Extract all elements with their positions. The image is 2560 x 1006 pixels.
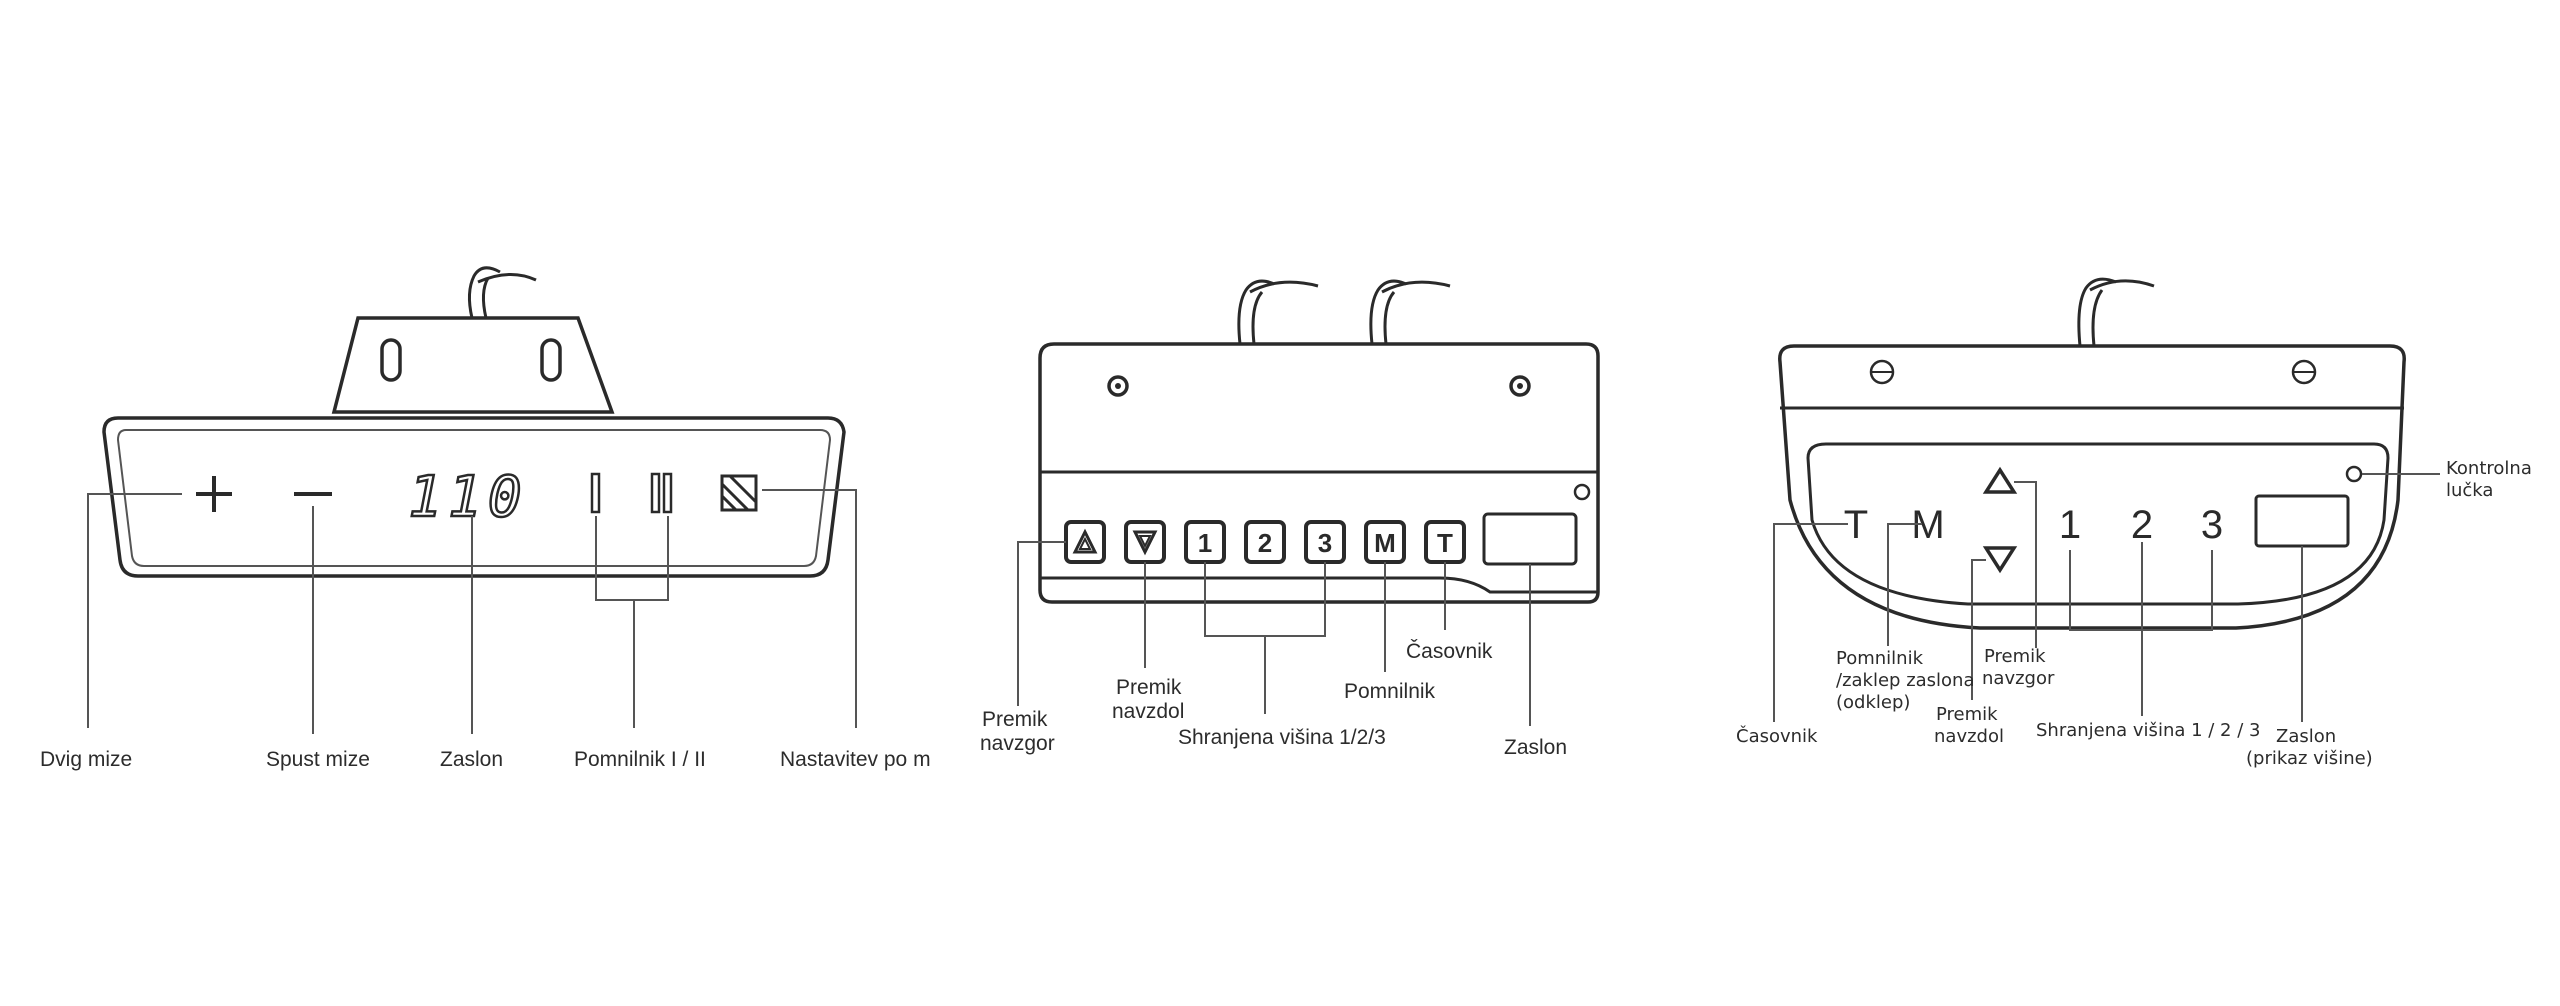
memory-1-icon bbox=[590, 472, 601, 514]
label-move-up-1: Premik bbox=[1984, 646, 2046, 667]
label-display: Zaslon bbox=[440, 748, 503, 771]
label-move-up-1: Premik bbox=[982, 708, 1048, 731]
indicator-lamp bbox=[2345, 465, 2363, 483]
preset-1-button[interactable]: 1 bbox=[1184, 520, 1226, 564]
label-display: Zaslon bbox=[1504, 736, 1567, 759]
panel-3-body bbox=[1778, 344, 2406, 630]
mount-slot-left bbox=[380, 338, 402, 382]
label-move-down-2: navzdol bbox=[1112, 700, 1184, 723]
label-display-2: (prikaz višine) bbox=[2246, 748, 2373, 769]
move-up-button[interactable] bbox=[1064, 520, 1106, 564]
preset-1-key[interactable]: 1 bbox=[2059, 503, 2081, 547]
label-memory-lock-3: (odklep) bbox=[1836, 692, 1910, 713]
svg-text:1: 1 bbox=[1198, 528, 1212, 558]
panel-2-controller: 1 2 3 M T Premik navzgor Premik navzd bbox=[980, 279, 1600, 759]
label-move-up-2: navzgor bbox=[1982, 668, 2055, 689]
panel-1-body bbox=[102, 416, 846, 578]
label-timer: Časovnik bbox=[1736, 725, 1818, 747]
display-window bbox=[1482, 512, 1578, 566]
screw-hole-right bbox=[1509, 375, 1531, 397]
display-readout: 110 bbox=[408, 465, 527, 530]
label-move-down-2: navzdol bbox=[1934, 726, 2004, 747]
label-memory: Pomnilnik bbox=[1344, 680, 1436, 703]
indicator-led bbox=[1573, 483, 1591, 501]
svg-text:M: M bbox=[1374, 528, 1396, 558]
plus-icon bbox=[196, 476, 232, 512]
mount-slot-right bbox=[540, 338, 562, 382]
panel-1-controller: 110 Dvig mize Spust mize Zaslon Pomnilni… bbox=[40, 266, 931, 771]
preset-3-key[interactable]: 3 bbox=[2201, 503, 2223, 547]
screw-right bbox=[2291, 359, 2317, 385]
label-memory: Pomnilnik I / II bbox=[574, 748, 706, 771]
label-display-1: Zaslon bbox=[2276, 726, 2336, 747]
height-display bbox=[2254, 494, 2350, 548]
label-timer: Časovnik bbox=[1406, 640, 1493, 663]
label-memory-lock-1: Pomnilnik bbox=[1836, 648, 1924, 669]
panel-3-controller: T M 1 2 3 Kontrolna lučka Časovnik Pomni… bbox=[1736, 277, 2532, 769]
label-move-down-1: Premik bbox=[1936, 704, 1998, 725]
up-arrow-key[interactable] bbox=[1982, 466, 2018, 494]
timer-button[interactable]: T bbox=[1424, 520, 1466, 564]
mount-bracket bbox=[331, 316, 615, 414]
label-table-up: Dvig mize bbox=[40, 748, 132, 771]
settings-icon bbox=[720, 474, 758, 512]
svg-text:2: 2 bbox=[1258, 528, 1272, 558]
label-stored-height: Shranjena višina 1 / 2 / 3 bbox=[2036, 720, 2260, 741]
screw-hole-left bbox=[1107, 375, 1129, 397]
label-memory-lock-2: /zaklep zaslona bbox=[1836, 670, 1975, 691]
down-arrow-key[interactable] bbox=[1982, 546, 2018, 574]
label-stored-height: Shranjena višina 1/2/3 bbox=[1178, 726, 1386, 749]
svg-text:3: 3 bbox=[1318, 528, 1332, 558]
label-move-up-2: navzgor bbox=[980, 732, 1055, 755]
screw-left bbox=[1869, 359, 1895, 385]
label-table-down: Spust mize bbox=[266, 748, 370, 771]
memory-button[interactable]: M bbox=[1364, 520, 1406, 564]
label-indicator-1: Kontrolna bbox=[2446, 458, 2532, 479]
svg-text:T: T bbox=[1437, 528, 1453, 558]
label-settings: Nastavitev po m bbox=[780, 748, 931, 771]
memory-2-icon bbox=[650, 472, 673, 514]
preset-3-button[interactable]: 3 bbox=[1304, 520, 1346, 564]
label-move-down-1: Premik bbox=[1116, 676, 1182, 699]
label-indicator-2: lučka bbox=[2446, 480, 2493, 501]
move-down-button[interactable] bbox=[1124, 520, 1166, 564]
preset-2-button[interactable]: 2 bbox=[1244, 520, 1286, 564]
preset-2-key[interactable]: 2 bbox=[2131, 503, 2153, 547]
